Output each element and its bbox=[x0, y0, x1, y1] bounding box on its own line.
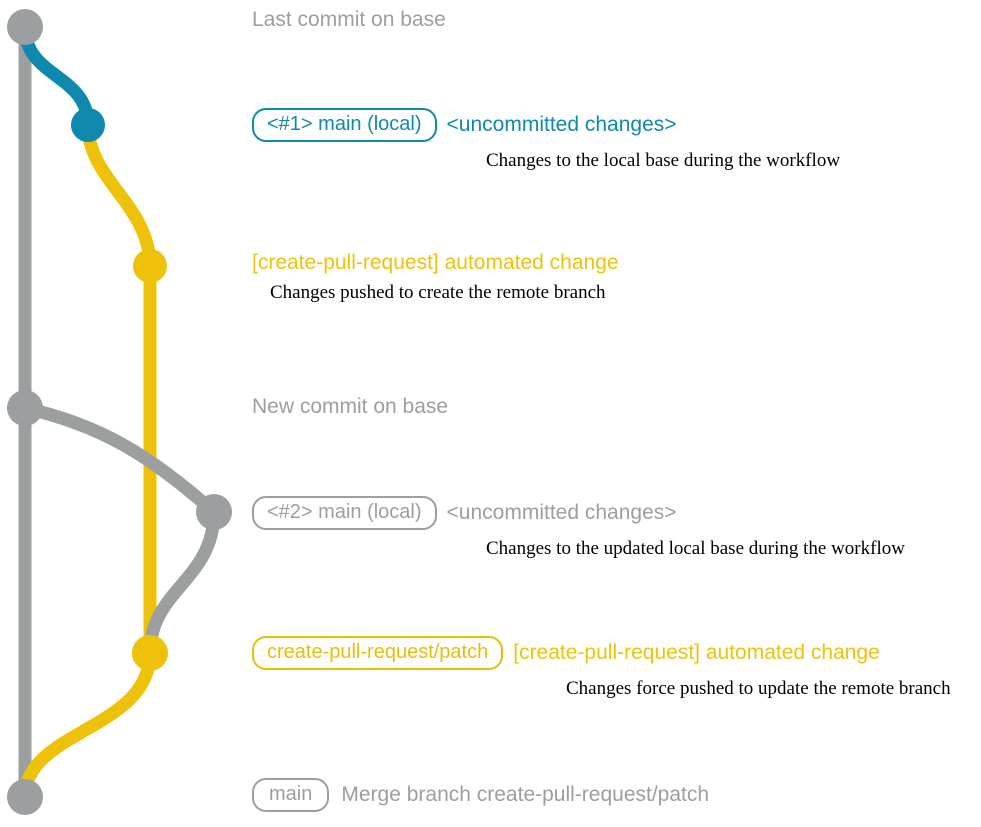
commit-subject: <uncommitted changes> bbox=[446, 500, 677, 524]
commit-graph bbox=[7, 9, 232, 815]
commit-subject: <uncommitted changes> bbox=[446, 112, 677, 136]
commit-description: Changes to the updated local base during… bbox=[486, 538, 905, 559]
edge-remote-branch-trunk bbox=[81, 118, 157, 660]
entry-head: Last commit on base bbox=[252, 8, 981, 31]
commit-node-automated-2 bbox=[132, 635, 168, 671]
commit-node-merge bbox=[7, 779, 43, 815]
entry-head: [create-pull-request] automated change bbox=[252, 251, 981, 274]
entry-automated-1: [create-pull-request] automated change C… bbox=[252, 251, 981, 304]
commit-subject: [create-pull-request] automated change bbox=[513, 640, 880, 664]
commit-subject: Last commit on base bbox=[252, 8, 446, 31]
entry-merge: main Merge branch create-pull-request/pa… bbox=[252, 778, 981, 812]
edge-local-branch-2-in bbox=[143, 505, 221, 660]
commit-node-new-commit-on-base bbox=[7, 390, 43, 426]
entry-patch: create-pull-request/patch [create-pull-r… bbox=[252, 636, 981, 700]
entry-new-commit: New commit on base bbox=[252, 395, 981, 418]
entry-head: <#1> main (local) <uncommitted changes> bbox=[252, 108, 981, 142]
commit-subject: New commit on base bbox=[252, 395, 449, 418]
commit-description: Changes force pushed to update the remot… bbox=[566, 678, 951, 699]
commit-node-local-2 bbox=[196, 494, 232, 530]
edge-merge-into-base bbox=[18, 646, 157, 804]
commit-description: Changes to the local base during the wor… bbox=[486, 150, 841, 171]
commit-node-last-commit-on-base bbox=[7, 9, 43, 45]
commit-node-automated-1 bbox=[133, 249, 167, 283]
branch-pill-main-local-2[interactable]: <#2> main (local) bbox=[252, 496, 437, 530]
commit-subject: Merge branch create-pull-request/patch bbox=[341, 782, 710, 806]
entry-local-2: <#2> main (local) <uncommitted changes> … bbox=[252, 496, 981, 560]
branch-pill-main-local-1[interactable]: <#1> main (local) bbox=[252, 108, 437, 142]
entry-head: create-pull-request/patch [create-pull-r… bbox=[252, 636, 981, 670]
entry-local-1: <#1> main (local) <uncommitted changes> … bbox=[252, 108, 981, 172]
commit-node-local-1 bbox=[71, 108, 105, 142]
entry-head: main Merge branch create-pull-request/pa… bbox=[252, 778, 981, 812]
commit-description: Changes pushed to create the remote bran… bbox=[270, 282, 606, 304]
branch-pill-main[interactable]: main bbox=[252, 778, 330, 812]
entry-last-commit: Last commit on base bbox=[252, 8, 981, 31]
branch-pill-create-pull-request-patch[interactable]: create-pull-request/patch bbox=[252, 636, 504, 670]
entry-head: <#2> main (local) <uncommitted changes> bbox=[252, 496, 981, 530]
edge-local-branch-2-out bbox=[18, 401, 221, 519]
entry-head: New commit on base bbox=[252, 395, 981, 418]
commit-subject: [create-pull-request] automated change bbox=[252, 251, 619, 274]
